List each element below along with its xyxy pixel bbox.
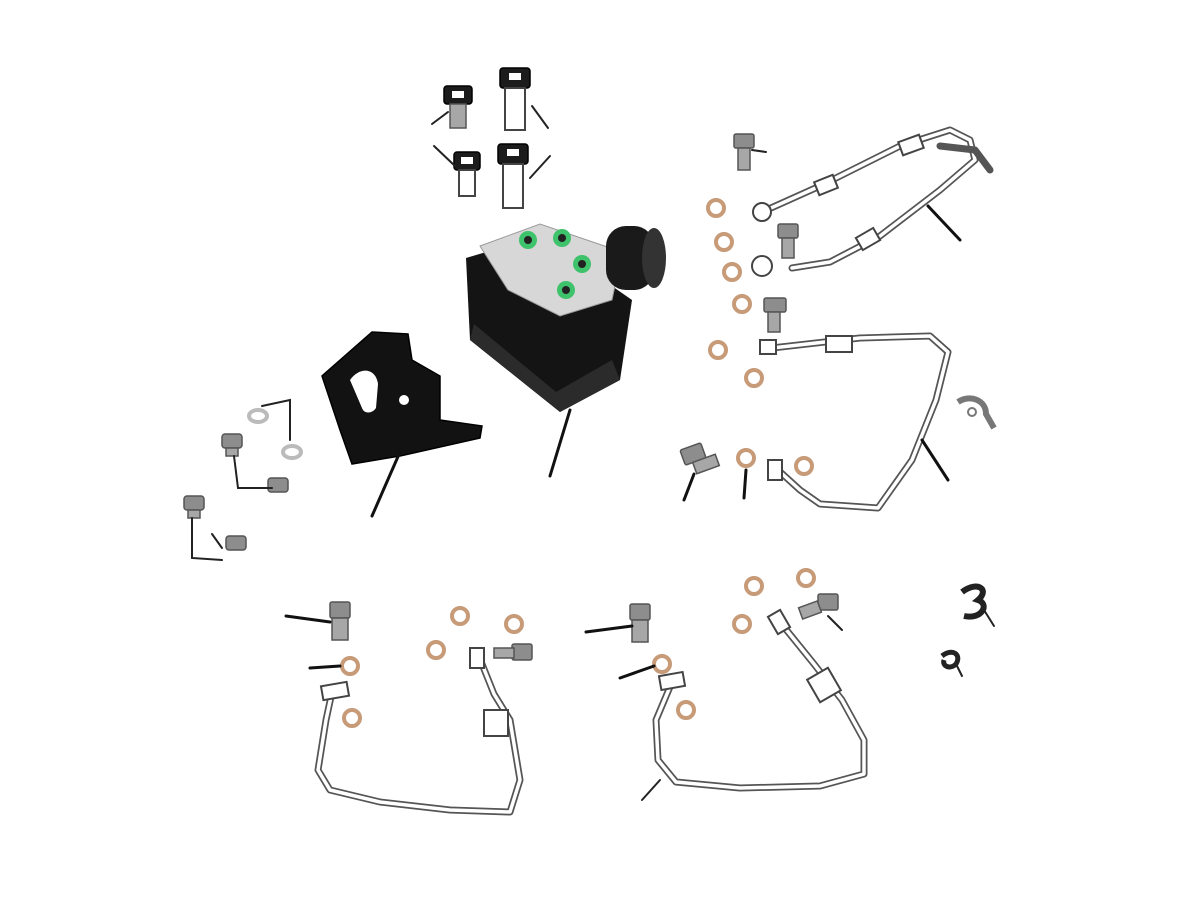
- banjo-bolt-8: [797, 593, 843, 631]
- brake-pipe-upper-right: [751, 126, 994, 277]
- banjo-bolt-7: [493, 643, 533, 661]
- modulator-bolt-3: [433, 145, 481, 197]
- pipe-middle-leader: [920, 438, 950, 482]
- bracket-leader: [370, 450, 402, 518]
- modulator-bolt-4: [497, 143, 551, 209]
- banjo-bolt-5: [284, 601, 351, 641]
- pipe-upper-leader: [926, 204, 962, 242]
- modulator-bolt-group: [431, 67, 551, 209]
- copper-washer-group: [308, 198, 816, 728]
- abs-mounting-bracket: [321, 331, 483, 518]
- banjo-bolt-2: [777, 223, 799, 259]
- hose-clip-2: [960, 583, 995, 627]
- brake-pipe-middle-right: [759, 332, 952, 512]
- hose-clip-1: [956, 395, 997, 430]
- abs-modulator: [466, 223, 666, 478]
- banjo-bolt-4: [679, 442, 721, 502]
- hose-clip-3: [940, 649, 963, 677]
- brake-pipe-lower-middle: [641, 608, 868, 801]
- banjo-bolt-group: [284, 133, 843, 661]
- banjo-bolt-3: [763, 297, 787, 333]
- hose-clip-group: [940, 395, 997, 677]
- modulator-bolt-2: [499, 67, 549, 131]
- banjo-bolt-1: [733, 133, 767, 171]
- modulator-bolt-1: [431, 85, 473, 129]
- brake-pipe-lower-left: [314, 647, 524, 816]
- banjo-bolt-6: [584, 603, 651, 643]
- bracket-bolt-group: [183, 398, 303, 561]
- abs-modulator-leader: [548, 408, 572, 478]
